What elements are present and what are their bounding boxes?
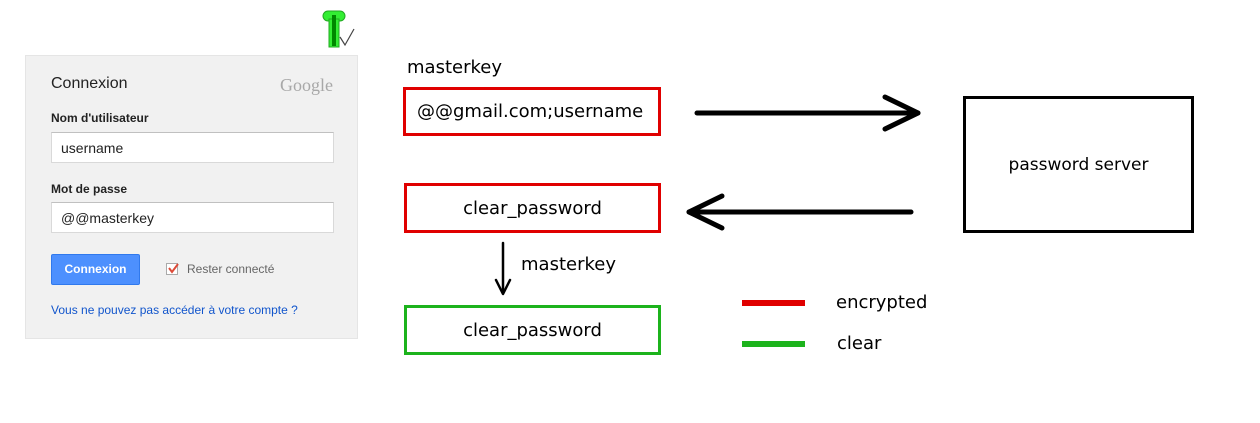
masterkey-label: masterkey <box>407 57 502 78</box>
email-username-text: @@gmail.com;username <box>417 101 644 122</box>
signin-button[interactable]: Connexion <box>51 254 140 285</box>
arrow-down-icon <box>494 241 512 296</box>
password-label: Mot de passe <box>51 182 128 196</box>
clear-password-box: clear_password <box>404 305 661 355</box>
check-mark-icon <box>168 263 179 274</box>
account-help-link[interactable]: Vous ne pouvez pas accéder à votre compt… <box>51 303 298 317</box>
key-icon <box>322 10 355 48</box>
encrypted-password-box: clear_password <box>404 183 661 233</box>
remember-checkbox[interactable] <box>166 263 179 275</box>
login-panel: Connexion Google Nom d'utilisateur Mot d… <box>25 55 358 339</box>
password-server-text: password server <box>1008 154 1149 175</box>
encrypted-password-text: clear_password <box>463 197 602 219</box>
email-username-box: @@gmail.com;username <box>403 87 661 136</box>
password-input[interactable] <box>51 202 334 233</box>
username-input[interactable] <box>51 132 334 163</box>
legend-clear-label: clear <box>837 333 882 354</box>
checkmark-icon <box>339 28 355 47</box>
clear-password-text: clear_password <box>463 319 602 341</box>
remember-label: Rester connecté <box>187 262 275 276</box>
remember-me[interactable]: Rester connecté <box>166 262 274 276</box>
legend-encrypted-label: encrypted <box>836 292 928 313</box>
brand-logo: Google <box>280 75 333 95</box>
username-label: Nom d'utilisateur <box>51 111 149 125</box>
password-server-box: password server <box>963 96 1194 233</box>
arrow-left-icon <box>686 193 914 231</box>
login-title: Connexion <box>51 75 128 92</box>
decrypt-masterkey-label: masterkey <box>521 254 616 275</box>
arrow-right-icon <box>694 94 921 132</box>
